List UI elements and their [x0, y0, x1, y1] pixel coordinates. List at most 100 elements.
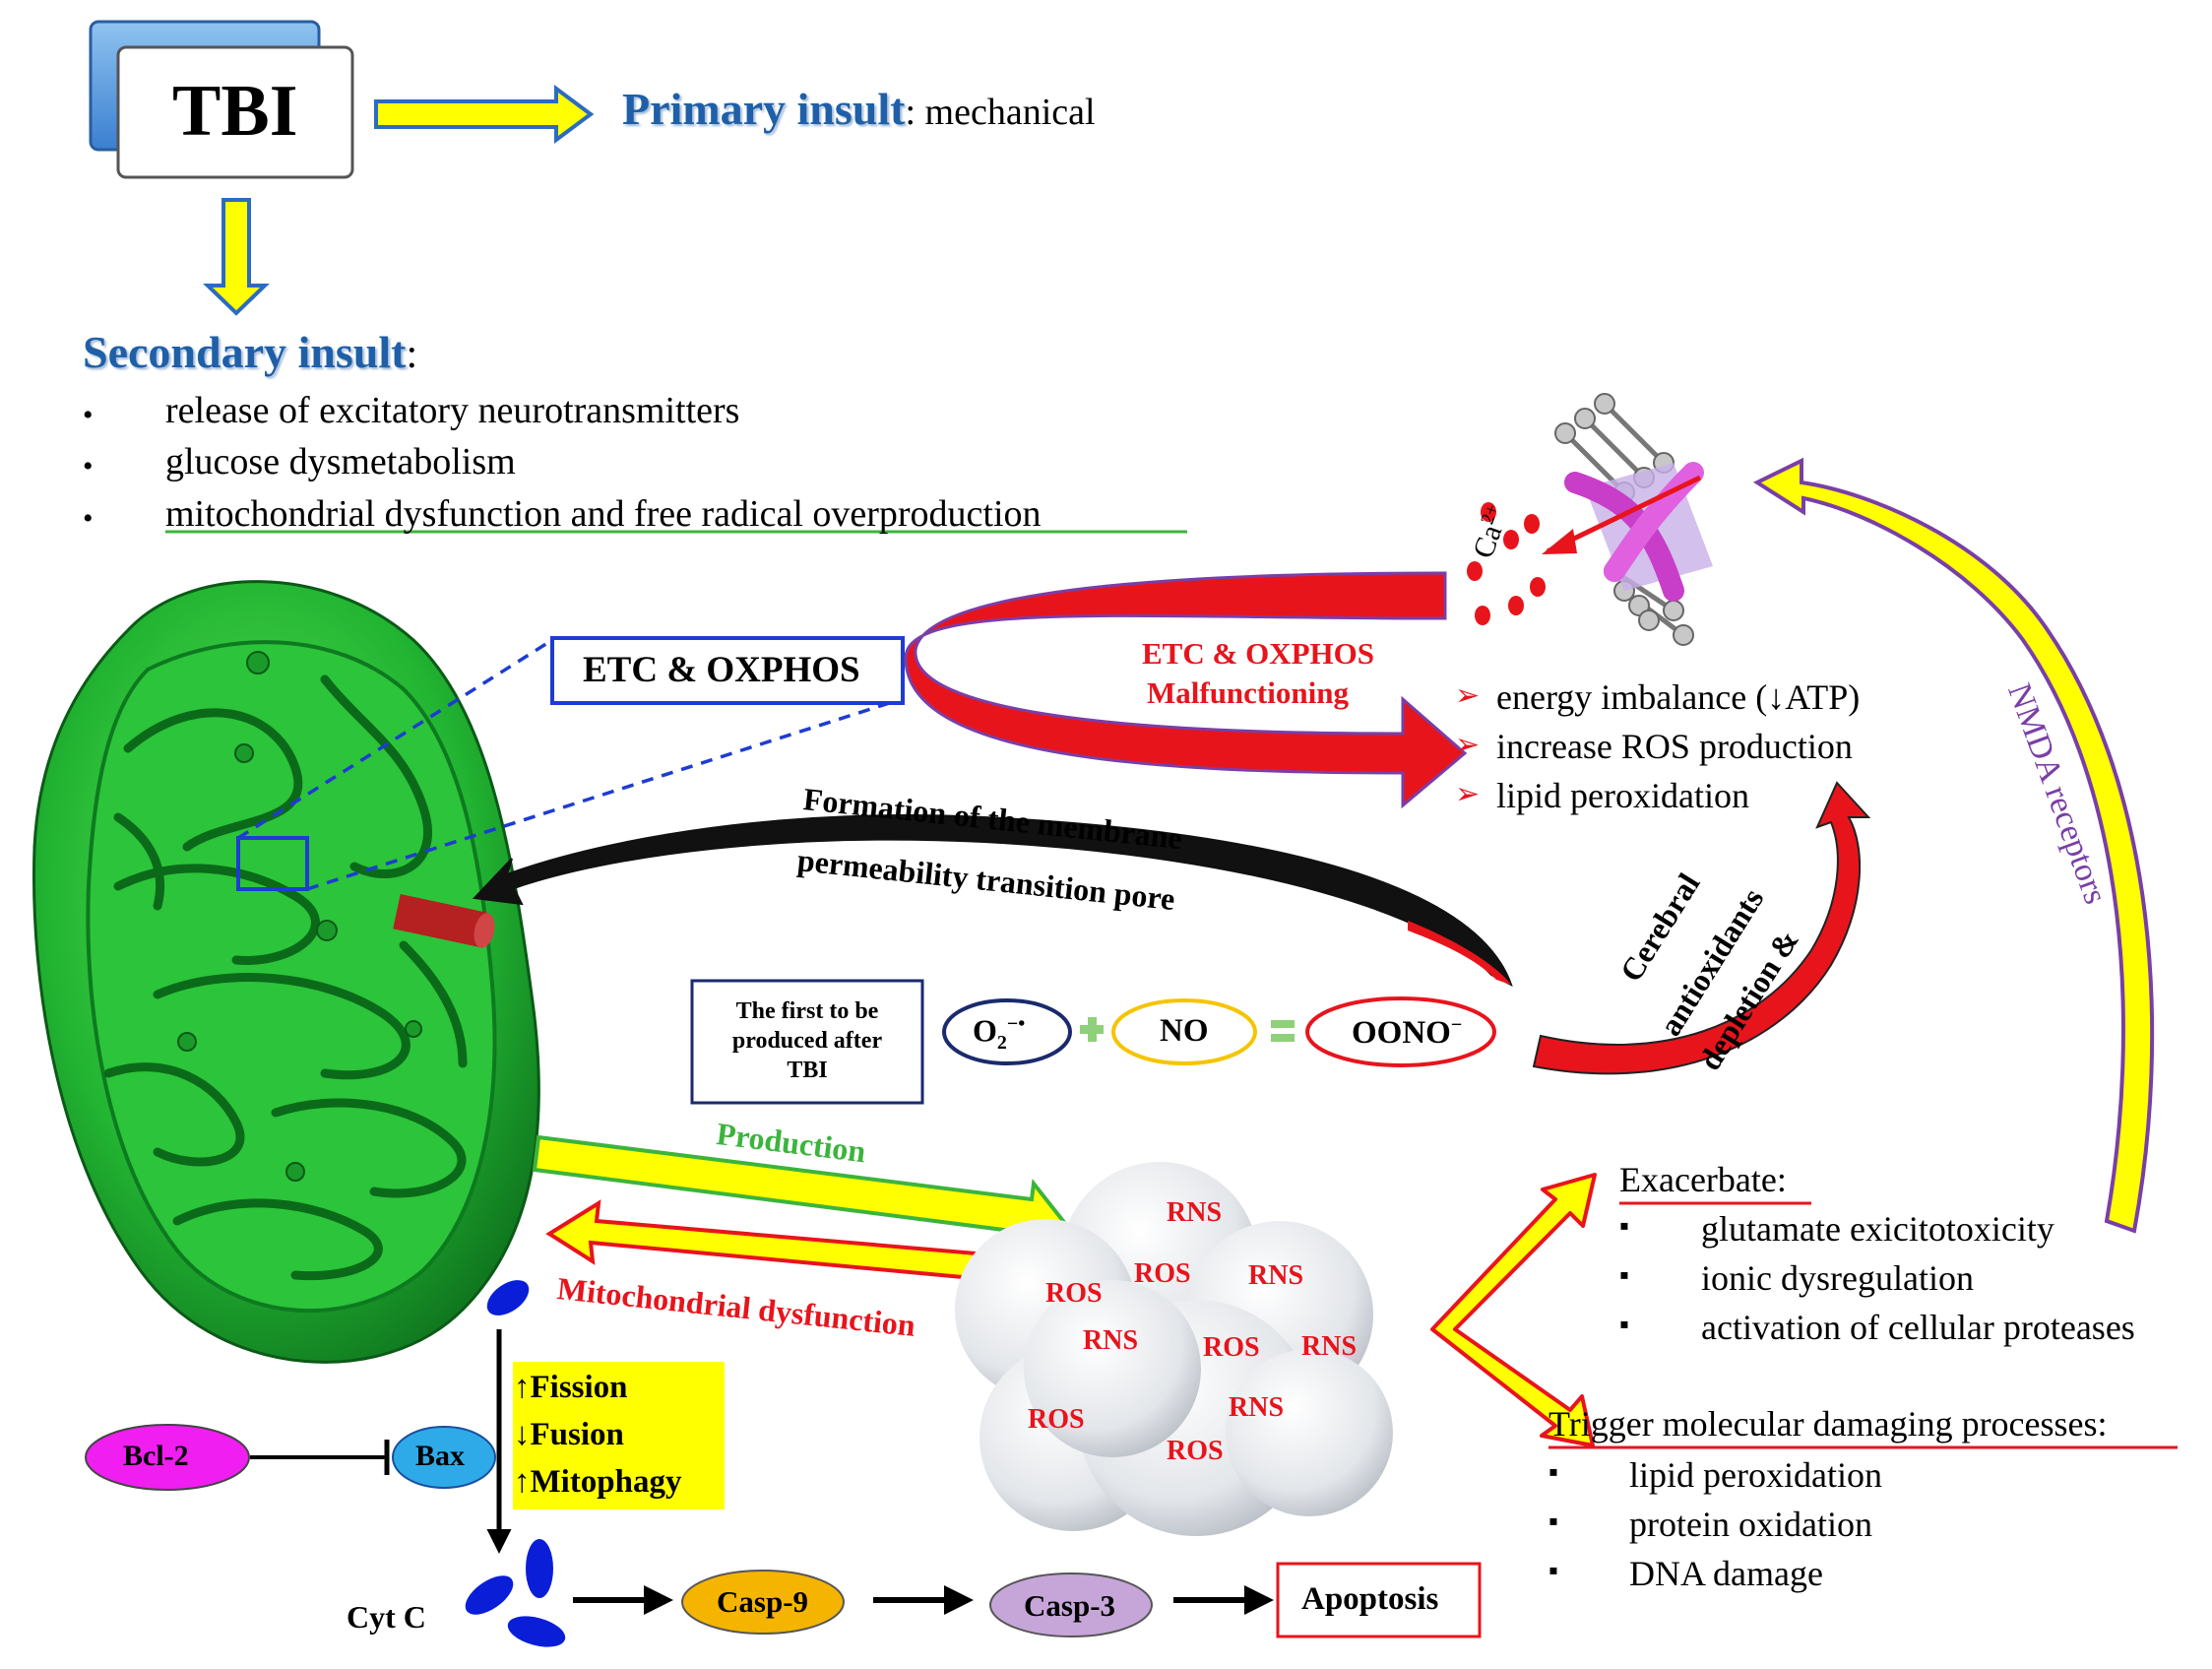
first-produced-line1: The first to be	[735, 998, 879, 1024]
etc-box-label: ETC & OXPHOS	[583, 650, 860, 690]
exacerbate-heading-text: Exacerbate	[1619, 1160, 1777, 1199]
bax-label: Bax	[415, 1440, 466, 1472]
secondary-insult: Secondary insult:	[83, 327, 418, 377]
peroxynitrite-ellipse	[1305, 996, 1496, 1067]
first-produced-line3: TBI	[787, 1058, 828, 1083]
list-item: glutamate exicitotoxicity	[1701, 1209, 2054, 1249]
etc-zoom-box	[236, 836, 309, 891]
mitophagy-label: ↑Mitophagy	[514, 1464, 682, 1500]
primary-insult-text: : mechanical	[905, 92, 1096, 133]
cloud-label: ROS	[1134, 1258, 1191, 1289]
list-marker: ▪	[1619, 1211, 1629, 1242]
tbi-box	[89, 20, 354, 179]
cloud-label: ROS	[1203, 1332, 1260, 1363]
fission-label: ↑Fission	[514, 1370, 628, 1405]
secondary-insult-colon: :	[406, 332, 418, 377]
bcl2-label: Bcl-2	[123, 1440, 189, 1472]
consequence-marker: ➢	[1455, 679, 1481, 712]
list-bullet: •	[83, 502, 94, 535]
peroxynitrite-label: OONO−	[1352, 1015, 1462, 1050]
no-ellipse	[1111, 998, 1257, 1065]
casp3-label: Casp-3	[1024, 1588, 1116, 1623]
list-item: lipid peroxidation	[1629, 1455, 1882, 1495]
trigger-heading: Trigger molecular damaging processes:	[1548, 1406, 2108, 1442]
primary-insult: Primary insult: mechanical	[622, 87, 1096, 132]
casp9-ellipse	[681, 1570, 845, 1635]
malfunction-line2: Malfunctioning	[1147, 675, 1349, 710]
cloud-label: RNS	[1248, 1260, 1304, 1291]
primary-arrow	[374, 85, 595, 144]
calcium-ions	[1467, 502, 1546, 625]
list-item: mitochondrial dysfunction and free radic…	[165, 493, 1042, 535]
first-produced-box	[690, 979, 924, 1105]
cytc-icon	[465, 1539, 566, 1647]
list-item: DNA damage	[1629, 1554, 1823, 1593]
bax-ellipse	[392, 1426, 496, 1489]
mptp-arrow	[472, 814, 1513, 987]
first-produced-line2: produced after	[731, 1028, 883, 1054]
casp3-ellipse	[989, 1573, 1153, 1637]
antioxidant-arrow	[1532, 781, 1871, 1075]
mitochondrion	[32, 580, 540, 1364]
secondary-arrow	[203, 198, 270, 316]
fork-arrow	[1430, 1173, 1597, 1447]
cloud-label: RNS	[1301, 1331, 1358, 1362]
list-marker: ▪	[1548, 1507, 1558, 1537]
dynamics-box	[513, 1362, 725, 1509]
cloud-label: RNS	[1167, 1197, 1223, 1228]
list-marker: ▪	[1619, 1260, 1629, 1291]
peroxynitrite-symbol: OONO	[1352, 1015, 1451, 1051]
list-marker: ▪	[1619, 1310, 1629, 1340]
exacerbate-heading: Exacerbate:	[1619, 1162, 1787, 1197]
equals-icon	[1271, 1020, 1295, 1042]
apoptosis-box	[1276, 1562, 1482, 1638]
list-item: activation of cellular proteases	[1701, 1308, 2135, 1347]
mito-dysfunction-arrow	[545, 1199, 1002, 1283]
list-item: release of excitatory neurotransmitters	[165, 390, 740, 431]
consequence-marker: ➢	[1455, 778, 1481, 810]
list-item: ionic dysregulation	[1701, 1258, 1974, 1298]
cloud-label: RNS	[1083, 1325, 1139, 1356]
cytc-label: Cyt C	[347, 1599, 426, 1635]
superoxide-symbol: O	[973, 1012, 997, 1049]
consequence-marker: ➢	[1455, 729, 1481, 761]
list-bullet: •	[83, 450, 94, 482]
secondary-insult-heading: Secondary insult	[83, 327, 407, 377]
fusion-label: ↓Fusion	[514, 1417, 624, 1452]
consequence-item: energy imbalance (↓ATP)	[1496, 677, 1861, 717]
consequence-item: increase ROS production	[1496, 727, 1853, 766]
trigger-heading-text: Trigger molecular damaging processes	[1548, 1404, 2098, 1444]
superoxide-subscript: 2	[996, 1032, 1007, 1055]
list-item: protein oxidation	[1629, 1505, 1872, 1544]
trigger-colon: :	[2097, 1404, 2108, 1444]
tbi-label: TBI	[172, 71, 298, 152]
nmda-arrow	[1752, 457, 2155, 1234]
malfunction-line1: ETC & OXPHOS	[1142, 636, 1374, 671]
primary-insult-heading: Primary insult	[622, 84, 906, 134]
list-marker: ▪	[1548, 1457, 1558, 1488]
cloud-label: RNS	[1229, 1392, 1285, 1423]
superoxide-ellipse	[942, 998, 1072, 1065]
malfunction-arrow	[904, 571, 1468, 809]
peroxynitrite-charge: −	[1450, 1014, 1463, 1036]
plus-icon	[1080, 1017, 1104, 1042]
bcl2-ellipse	[85, 1424, 250, 1491]
cloud-label: ROS	[1028, 1404, 1085, 1435]
first-produced-text: The first to be produced after TBI	[692, 996, 922, 1085]
casp9-label: Casp-9	[717, 1584, 809, 1619]
zoom-lines	[237, 638, 903, 891]
no-label: NO	[1160, 1013, 1209, 1049]
cloud-label: ROS	[1045, 1278, 1103, 1309]
cloud-label: ROS	[1167, 1436, 1224, 1466]
nmda-receptor-icon	[1554, 393, 1713, 646]
list-bullet: •	[83, 399, 94, 431]
etc-box	[550, 636, 905, 705]
list-marker: ▪	[1548, 1556, 1558, 1586]
list-item: glucose dysmetabolism	[165, 441, 516, 482]
superoxide-label: O2−•	[973, 1014, 1025, 1053]
ros-rns-cloud	[955, 1162, 1393, 1536]
mptp-pore-icon	[393, 894, 495, 948]
exacerbate-colon: :	[1776, 1160, 1787, 1199]
apoptosis-label: Apoptosis	[1301, 1581, 1439, 1617]
